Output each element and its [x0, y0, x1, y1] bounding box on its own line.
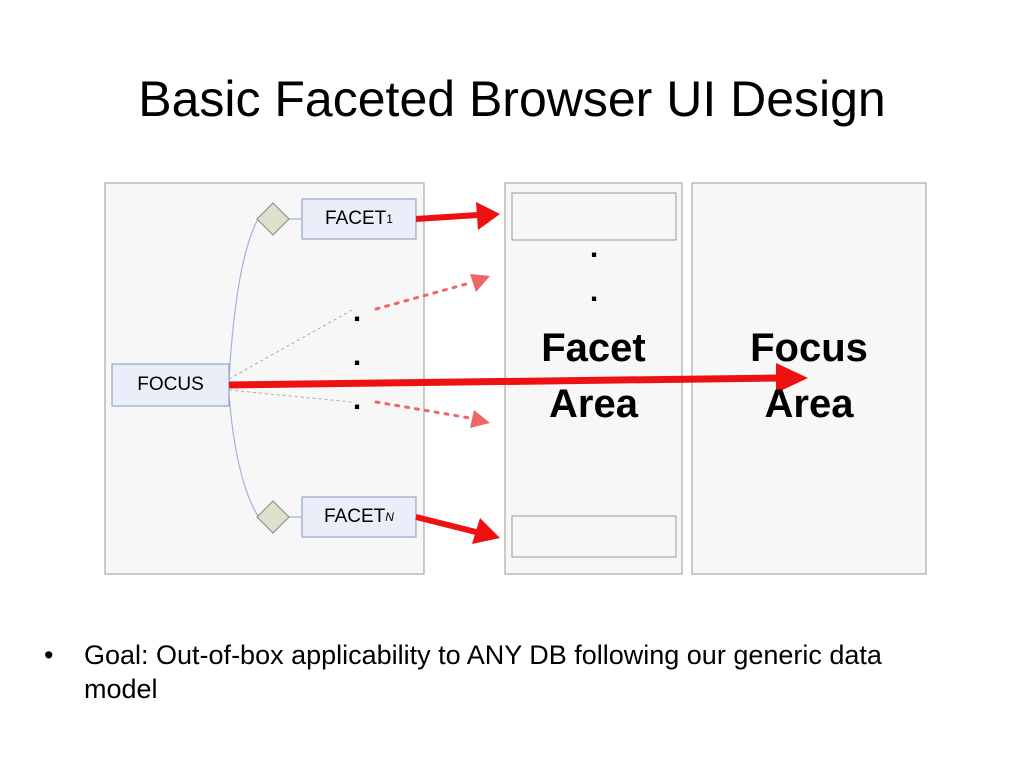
facet-area-line1: Facet — [541, 326, 646, 370]
focus-area-line1: Focus — [750, 326, 868, 370]
arrow-focus — [228, 363, 808, 393]
facet-last-node-box — [301, 496, 417, 538]
bullet-text: Goal: Out-of-box applicability to ANY DB… — [84, 640, 882, 704]
ellipsis-dot: . — [352, 383, 362, 416]
focus-node-box — [111, 363, 230, 407]
facet-slot-bottom — [511, 515, 677, 558]
focus-area-line2: Area — [764, 382, 854, 426]
bullet-marker: • — [44, 640, 54, 670]
ellipsis-dot: . — [352, 295, 362, 328]
focus-area-label: Focus Area — [692, 320, 926, 432]
arrow-facet-last — [415, 514, 500, 544]
focus-node-text: FOCUS — [137, 374, 204, 395]
diamond-icon — [256, 202, 290, 236]
dotted-arrow-lower — [374, 400, 490, 428]
ellipsis-dot: . — [352, 339, 362, 372]
dotted-arrow-upper — [374, 274, 490, 311]
facet-first-base: FACET — [325, 208, 387, 229]
facet-first-subscript: 1 — [386, 212, 393, 226]
ellipsis-right: . . — [574, 226, 614, 314]
facet-area-line2: Area — [549, 382, 638, 426]
focus-node-label: FOCUS — [112, 364, 229, 406]
arrow-facet-first — [415, 202, 500, 230]
bullet-item: • Goal: Out-of-box applicability to ANY … — [44, 638, 944, 706]
ellipsis-left: . . . — [337, 290, 377, 422]
slide-title: Basic Faceted Browser UI Design — [138, 71, 886, 127]
facet-last-base: FACET — [324, 506, 386, 527]
ellipsis-dot: . — [589, 275, 599, 308]
facet-area-label: Facet Area — [505, 320, 682, 432]
facet-last-subscript: N — [385, 510, 394, 524]
facet-first-node-box — [301, 198, 417, 240]
facet-slot-top — [511, 192, 677, 241]
tree-branch-bottom — [228, 394, 259, 517]
diamond-icon — [256, 500, 290, 534]
tree-dashed-lower — [228, 389, 353, 403]
tree-branch-top — [228, 218, 259, 380]
ellipsis-dot: . — [589, 231, 599, 264]
